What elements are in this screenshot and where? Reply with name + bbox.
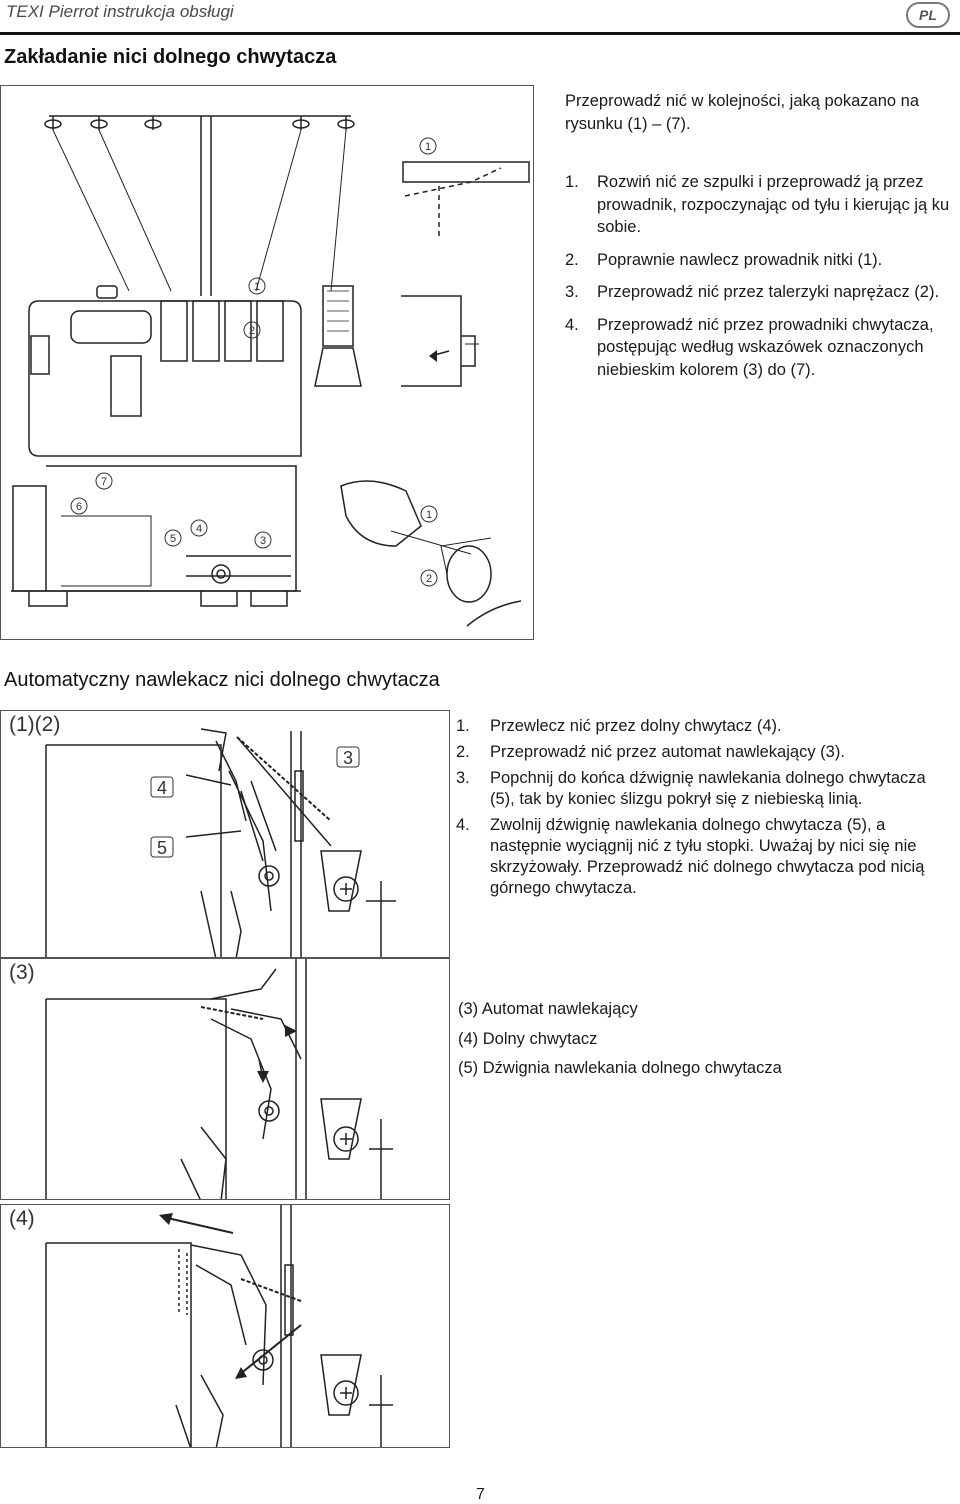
legend-item: (4) Dolny chwytacz [458,1029,598,1048]
callout-1-hand: 1 [426,509,432,521]
panel-label: (1)(2) [9,713,61,736]
step-number: 2. [456,743,470,761]
panel-4-illustration [45,1205,393,1447]
step-text: Zwolnij dźwignię nawlekania dolnego chwy… [490,816,925,897]
callout-5: 5 [170,533,176,545]
list-item: 2. Poprawnie nawlecz prowadnik nitki (1). [565,249,955,272]
step-text: Popchnij do końca dźwignię nawlekania do… [490,769,926,808]
auto-threader-steps-list: 1. Przewlecz nić przez dolny chwytacz (4)… [456,716,946,899]
legend-item: (3) Automat nawlekający [458,1000,638,1018]
parts-legend: (3) Automat nawlekający (4) Dolny chwyta… [458,995,782,1084]
panel-1-2-illustration: 3 4 5 [45,728,396,957]
step-text: Przeprowadź nić przez talerzyki naprężac… [597,283,940,301]
list-item: 3. Popchnij do końca dźwignię nawlekania … [456,768,946,810]
threading-steps-list: 1. Rozwiń nić ze szpulki i przeprowadź ją… [565,171,955,381]
step-text: Przeprowadź nić przez automat nawlekając… [490,743,845,761]
callout-2: 2 [249,325,255,337]
step-text: Przewlecz nić przez dolny chwytacz (4). [490,717,782,735]
callout-3: 3 [260,535,266,547]
callout-2-hand: 2 [426,573,432,585]
callout-3: 3 [343,748,353,768]
callout-4: 4 [157,778,167,798]
language-badge: PL [906,2,950,28]
callout-5: 5 [157,838,167,858]
panel-4: (4) [0,1204,450,1448]
page-number: 7 [476,1486,485,1503]
list-item: 2. Przeprowadź nić przez automat nawlekaj… [456,742,946,763]
step-number: 4. [456,816,470,834]
callout-7: 7 [101,476,107,488]
callout-1: 1 [254,281,260,293]
step-number: 2. [565,250,579,269]
header-divider [0,32,960,35]
step-text: Rozwiń nić ze szpulki i przeprowadź ją p… [597,173,950,236]
threading-intro: Przeprowadź nić w kolejności, jaką pokaz… [565,92,920,133]
list-item: 3. Przeprowadź nić przez talerzyki napręż… [565,281,955,304]
callout-4: 4 [196,523,202,535]
step-number: 1. [456,717,470,735]
callout-6: 6 [76,501,82,513]
panel-3-illustration [45,959,393,1199]
panel-3: (3) [0,958,450,1200]
list-item: 1. Rozwiń nić ze szpulki i przeprowadź ją… [565,171,955,239]
step-text: Poprawnie nawlecz prowadnik nitki (1). [597,250,883,269]
list-item: 4. Przeprowadź nić przez prowadniki chwyt… [565,314,955,382]
step-text: Przeprowadź nić przez prowadniki chwytac… [597,315,934,379]
document-title: TEXI Pierrot instrukcja obsługi [6,2,234,21]
list-item: 4. Zwolnij dźwignię nawlekania dolnego ch… [456,815,946,899]
step-number: 1. [565,173,579,191]
step-number: 3. [565,283,579,301]
legend-item: (5) Dźwignia nawlekania dolnego chwytacz… [458,1059,782,1077]
auto-threader-instructions: 1. Przewlecz nić przez dolny chwytacz (4)… [456,716,946,899]
section-title-threading: Zakładanie nici dolnego chwytacza [4,46,337,68]
panel-label: (3) [9,961,35,984]
section-title-auto-threader: Automatyczny nawlekacz nici dolnego chwy… [4,669,440,691]
serger-machine-illustration: 1 1 2 1 2 3 4 5 6 7 [11,115,530,627]
list-item: 1. Przewlecz nić przez dolny chwytacz (4)… [456,716,946,737]
step-number: 3. [456,769,470,787]
threading-instructions: Przeprowadź nić w kolejności, jaką pokaz… [565,90,955,381]
main-threading-figure: 1 1 2 1 2 3 4 5 6 7 [0,85,534,640]
panel-label: (4) [9,1207,35,1230]
panel-1-2: 3 4 5 (1)(2) [0,710,450,958]
step-number: 4. [565,315,579,334]
callout-1-inset: 1 [425,141,431,153]
